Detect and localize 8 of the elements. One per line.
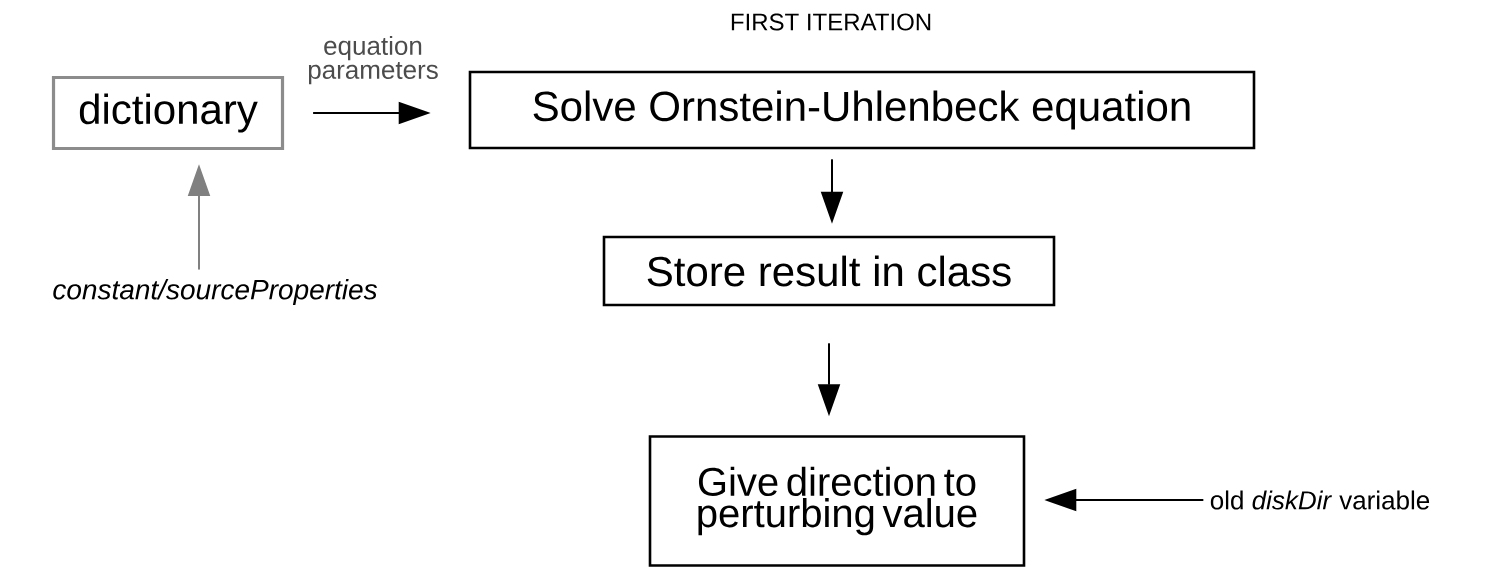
dictionary-box: dictionary xyxy=(51,75,285,151)
process-box: Give direction to perturbing value xyxy=(648,435,1026,567)
source-text: constant/sourceProperties xyxy=(53,278,378,306)
input-text: old diskDir variable xyxy=(1210,490,1430,510)
process-box: Store result in class xyxy=(602,235,1056,307)
heading: FIRST ITERATION xyxy=(731,13,931,31)
edge-label: equation parameters xyxy=(301,33,445,87)
process-box: Solve Ornstein-Uhlenbeck equation xyxy=(468,70,1256,150)
